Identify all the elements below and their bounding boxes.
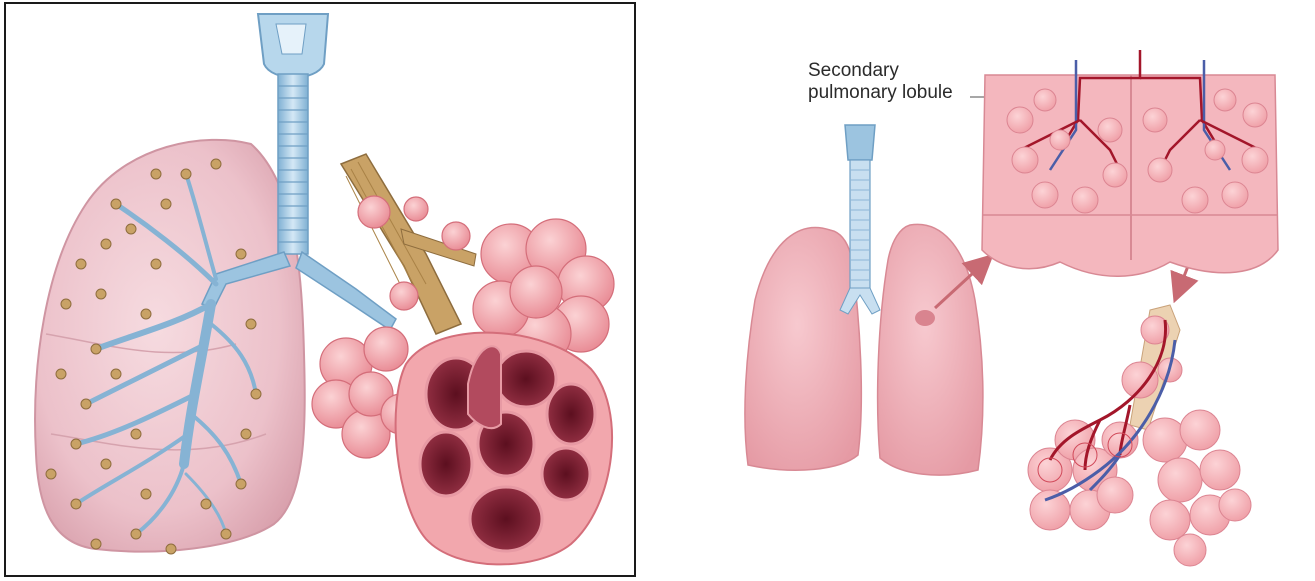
label-line-2: pulmonary lobule bbox=[808, 82, 953, 104]
lobule-marker bbox=[915, 310, 935, 326]
trachea bbox=[278, 74, 308, 254]
pulmonary-lobule-illustration bbox=[700, 0, 1315, 581]
right-lung bbox=[878, 224, 983, 475]
left-lung bbox=[745, 228, 861, 471]
left-illustration-panel bbox=[4, 2, 636, 577]
alveolar-sacs bbox=[1028, 316, 1251, 566]
right-illustration-panel: Secondary pulmonary lobule bbox=[700, 0, 1315, 581]
right-main-bronchus bbox=[296, 252, 396, 330]
respiratory-system-illustration bbox=[6, 4, 634, 575]
larynx bbox=[845, 125, 875, 160]
secondary-pulmonary-lobule-label: Secondary pulmonary lobule bbox=[808, 60, 953, 104]
label-line-1: Secondary bbox=[808, 60, 953, 82]
